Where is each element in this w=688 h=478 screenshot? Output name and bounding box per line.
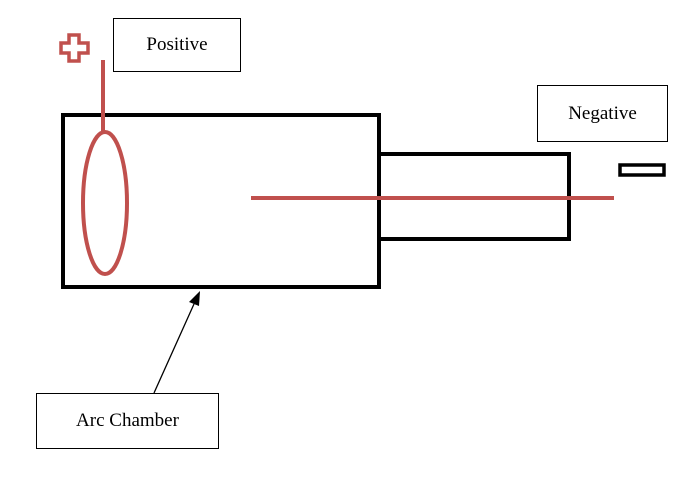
positive-electrode-loop (81, 130, 129, 276)
minus-icon (618, 163, 666, 177)
pointer-arrowhead (189, 291, 200, 306)
arc-chamber-label-box: Arc Chamber (36, 393, 219, 449)
arc-chamber-body (61, 113, 381, 289)
negative-label: Negative (568, 102, 637, 124)
positive-label-box: Positive (113, 18, 241, 72)
plus-icon (59, 33, 90, 63)
arc-chamber-label: Arc Chamber (76, 410, 179, 431)
pointer-arrow-line (153, 303, 195, 394)
positive-label: Positive (146, 34, 208, 55)
negative-label-box: Negative (537, 85, 668, 142)
